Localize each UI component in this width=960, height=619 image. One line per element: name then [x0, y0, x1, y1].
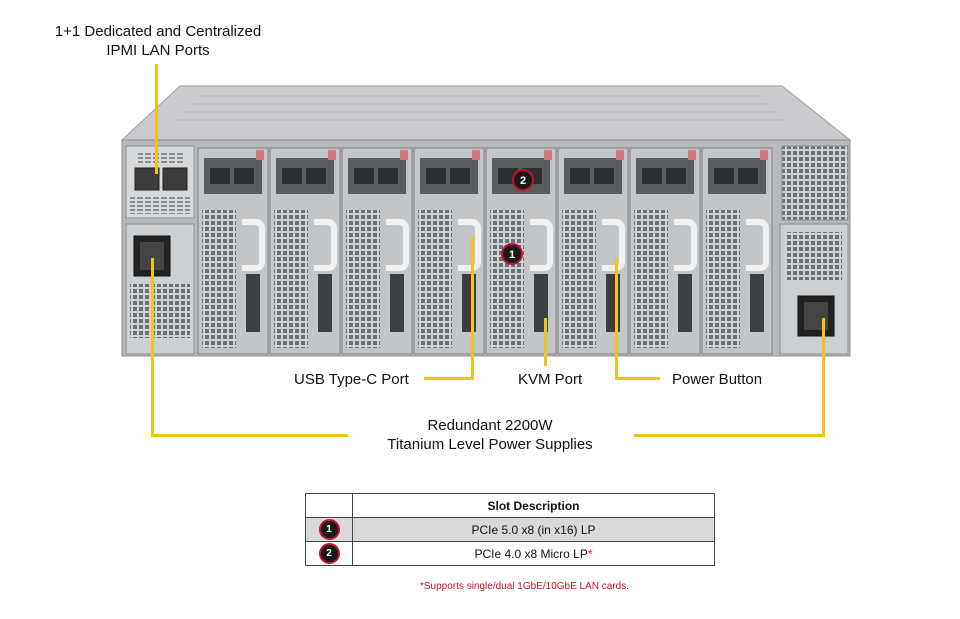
callout-psu-line1: Redundant 2200W: [427, 417, 553, 434]
table-row-num-cell: 2: [305, 541, 353, 566]
callout-psu-line2: Titanium Level Power Supplies: [387, 436, 593, 453]
footnote: *Supports single/dual 1GbE/10GbE LAN car…: [420, 581, 630, 592]
table-row: 1 PCIe 5.0 x8 (in x16) LP: [305, 517, 715, 542]
footnote-star: *: [587, 546, 593, 561]
slot-marker-2-label: 2: [520, 175, 526, 187]
chassis-top: [120, 85, 852, 141]
node-tray: [269, 147, 341, 355]
ipmi-lan-port: [134, 167, 160, 191]
leader-psu-right-vertical: [822, 318, 825, 437]
leader-power-vertical: [615, 258, 618, 380]
node-tray: [557, 147, 629, 355]
node-tray: [629, 147, 701, 355]
callout-ipmi: 1+1 Dedicated and Centralized IPMI LAN P…: [46, 22, 270, 60]
table-header-num: [305, 493, 353, 518]
leader-usb-vertical: [471, 236, 474, 380]
callout-ipmi-line1: 1+1 Dedicated and Centralized: [54, 23, 262, 40]
table-header-row: Slot Description: [305, 493, 715, 518]
leader-psu-left-horizontal: [151, 434, 348, 437]
callout-usb: USB Type-C Port: [294, 371, 409, 388]
table-row-desc: PCIe 4.0 x8 Micro LP: [474, 546, 588, 561]
table-row: 2 PCIe 4.0 x8 Micro LP*: [305, 541, 715, 566]
node-tray: [197, 147, 269, 355]
leader-power-horizontal: [615, 377, 660, 380]
leader-psu-left-vertical: [151, 258, 154, 437]
ipmi-lan-port: [162, 167, 188, 191]
slot-description-table: Slot Description 1 PCIe 5.0 x8 (in x16) …: [305, 493, 715, 566]
table-row-desc: PCIe 5.0 x8 (in x16) LP: [352, 517, 715, 542]
slot-badge-1: 1: [318, 519, 340, 540]
table-row-num-cell: 1: [305, 517, 353, 542]
node-tray: [701, 147, 773, 355]
table-header: Slot Description: [352, 493, 715, 518]
leader-kvm-vertical: [544, 318, 547, 366]
callout-power-button: Power Button: [672, 371, 763, 388]
leader-psu-right-horizontal: [634, 434, 825, 437]
slot-marker-2: [512, 169, 534, 191]
node-tray: [341, 147, 413, 355]
slot-marker-1: [501, 243, 523, 265]
slot-marker-1-label: 1: [509, 249, 515, 261]
callout-psu: Redundant 2200W Titanium Level Power Sup…: [350, 416, 630, 454]
table-row-desc-cell: PCIe 4.0 x8 Micro LP*: [352, 541, 715, 566]
callout-ipmi-line2: IPMI LAN Ports: [106, 42, 210, 59]
leader-usb-horizontal: [424, 377, 474, 380]
chassis-top-vents: [176, 95, 786, 121]
callout-kvm: KVM Port: [518, 371, 583, 388]
leader-ipmi-vertical: [155, 64, 158, 174]
slot-badge-2: 2: [318, 543, 340, 564]
